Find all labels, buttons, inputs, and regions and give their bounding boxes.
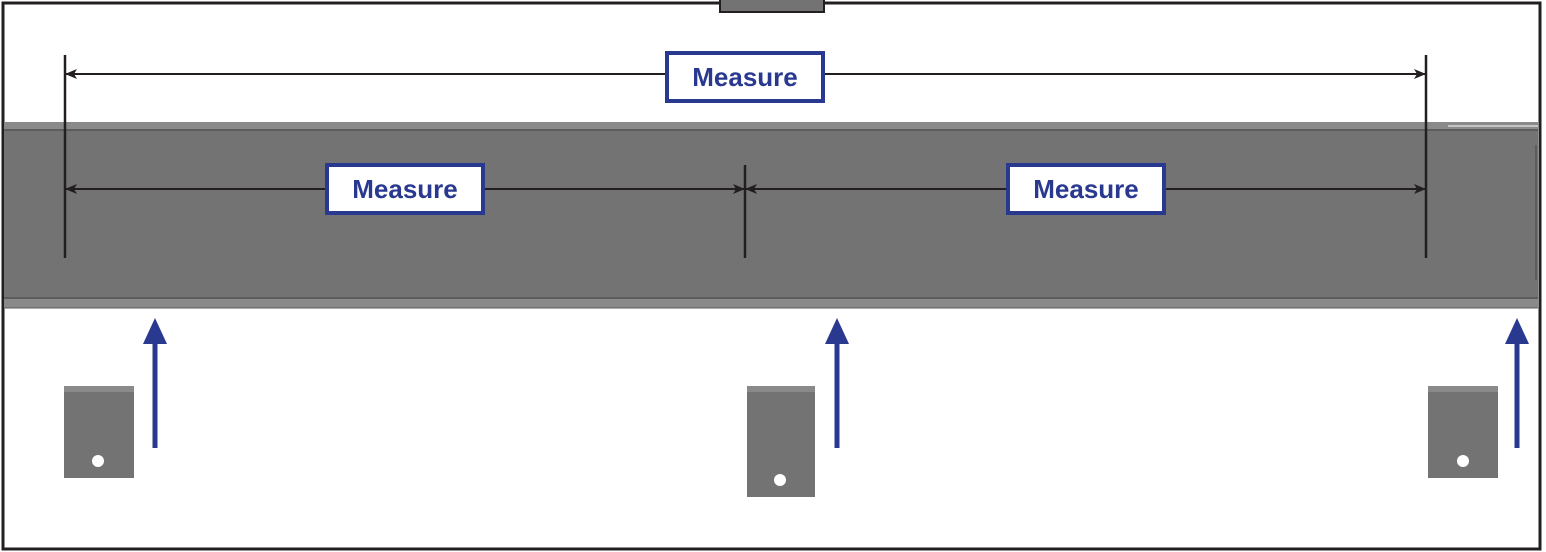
bracket-left (64, 386, 134, 478)
channel-rail (4, 122, 1538, 309)
dimension-right-half: Measure (745, 163, 1426, 215)
bracket-hole (92, 455, 104, 467)
measure-text-left-half: Measure (352, 174, 458, 204)
measure-text-right-half: Measure (1033, 174, 1139, 204)
insert-arrow-left (143, 318, 167, 448)
measure-label-left-half (325, 163, 485, 215)
extension-lines (63, 55, 1428, 258)
bracket-center (747, 386, 815, 497)
dimension-left-half: Measure (65, 163, 745, 215)
dimension-overall: Measure (65, 51, 1426, 103)
insert-arrow-right (1505, 318, 1529, 448)
bracket-right (1428, 386, 1498, 478)
bracket-hole (774, 474, 786, 486)
measure-label-right-half (1006, 163, 1166, 215)
measure-text-overall: Measure (692, 62, 798, 92)
top-tab (719, 0, 825, 13)
bracket-hole (1457, 455, 1469, 467)
measure-label-overall (665, 51, 825, 103)
insert-arrow-center (825, 318, 849, 448)
